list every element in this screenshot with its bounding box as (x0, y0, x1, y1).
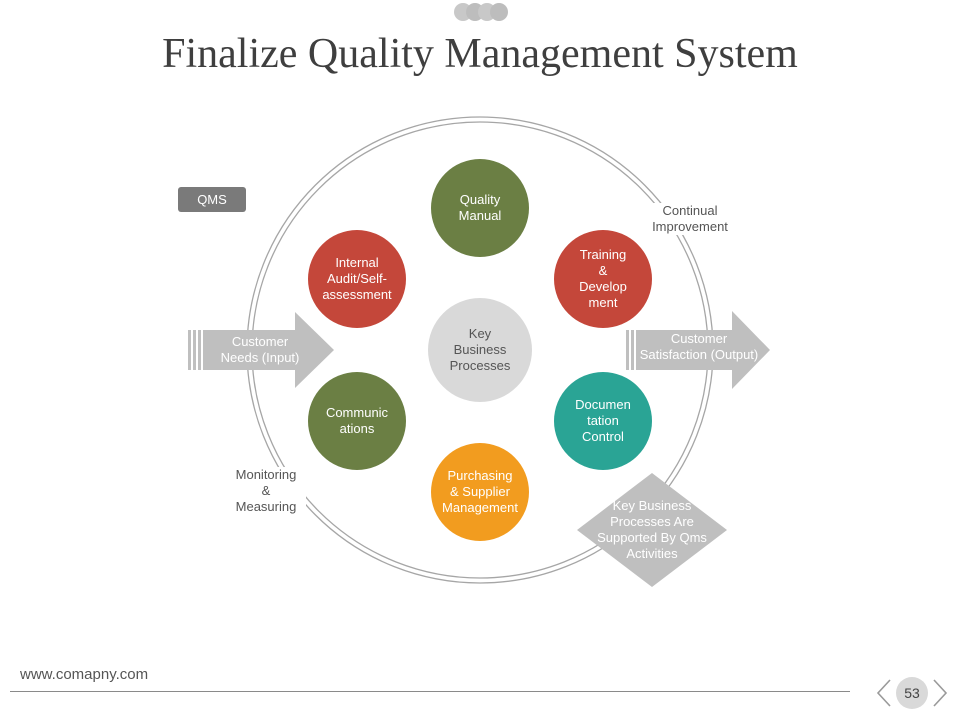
communications-label: Communic ations (325, 405, 389, 436)
node-training-development (554, 230, 652, 328)
node-quality-manual (431, 159, 529, 257)
center-circle (428, 298, 532, 402)
purchasing-supplier-label: Purchasing & Supplier Management (442, 468, 518, 515)
next-arrow-icon[interactable] (933, 679, 948, 707)
documentation-control-label: Documen tation Control (575, 397, 631, 444)
footer-divider (10, 691, 850, 692)
node-internal-audit (308, 230, 406, 328)
continual-improvement-label: Continual Improvement (640, 203, 740, 235)
node-communications (308, 372, 406, 470)
input-arrow-label: Customer Needs (Input) (220, 334, 300, 365)
diamond-label: Key Business Processes Are Supported By … (597, 498, 707, 561)
node-documentation-control (554, 372, 652, 470)
support-diamond (577, 473, 727, 587)
header-rings-icon (454, 3, 508, 21)
quality-manual-label: Quality Manual (458, 192, 502, 223)
footer-url[interactable]: www.comapny.com (20, 666, 149, 683)
qms-tag: QMS (178, 187, 246, 212)
training-development-label: Training & Develop ment (579, 247, 627, 310)
output-arrow-label: Customer Satisfaction (Output) (639, 331, 759, 362)
monitoring-label: Monitoring & Measuring (226, 467, 306, 515)
output-arrow (626, 311, 770, 389)
node-purchasing-supplier (431, 443, 529, 541)
slide-title: Finalize Quality Management System (162, 31, 798, 77)
page-nav (876, 679, 948, 707)
center-label: Key Business Processes (449, 326, 511, 373)
internal-audit-label: Internal Audit/Self- assessment (322, 255, 392, 302)
page-number: 53 (896, 677, 928, 709)
prev-arrow-icon[interactable] (876, 679, 891, 707)
input-arrow (188, 312, 334, 388)
